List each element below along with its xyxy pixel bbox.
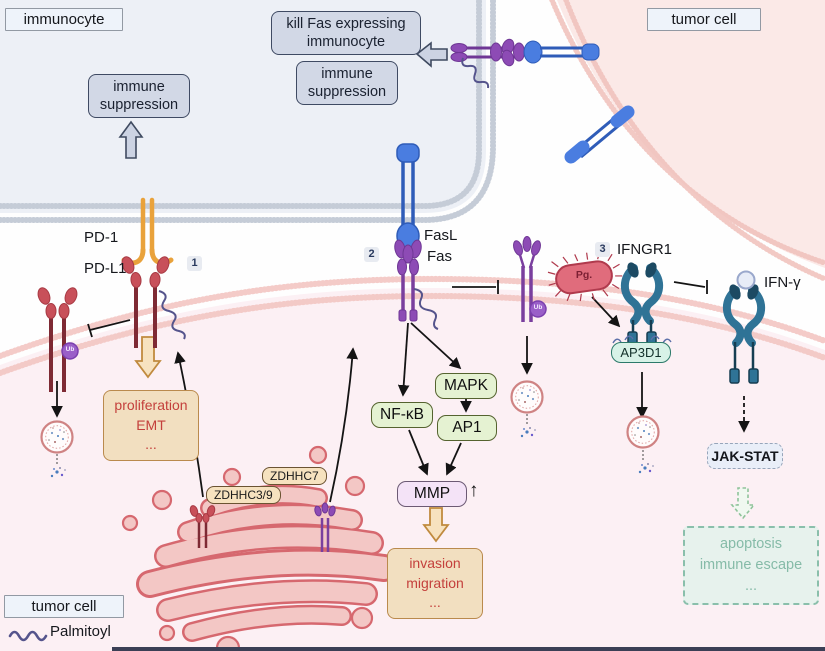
palmitoyl-legend-wave-icon [8, 630, 48, 642]
kill-fas-callout: kill Fas expressing immunocyte [271, 11, 421, 56]
tumor-cell-bottom-label: tumor cell [4, 595, 124, 618]
ubiquitin-label: Ub [533, 304, 543, 311]
fas-fasl-kill-complex [450, 38, 600, 89]
step-1-badge: 1 [187, 256, 202, 271]
pg-bacterium [547, 251, 623, 302]
figure-bottom-rule [112, 647, 825, 651]
tumor-cell-top-region [557, 0, 825, 268]
proliferation-line3: ... [145, 436, 157, 453]
proliferation-line1: proliferation [114, 397, 188, 413]
palmitoyl-wave-icon [413, 288, 439, 330]
immunocyte-cell-label: immunocyte [5, 8, 123, 31]
immunocyte-membrane [0, 0, 496, 223]
fasl-label: FasL [424, 227, 458, 244]
fas-receptor-palmitoylated [394, 239, 422, 322]
immunocyte-cell-text: immunocyte [23, 11, 105, 28]
immune-suppression-top-callout: immune suppression [296, 61, 398, 106]
immune-suppression-left-text: immune suppression [99, 79, 179, 114]
mmp-increase-arrow: ↑ [469, 480, 479, 501]
ubiquitin-label: Ub [65, 346, 75, 353]
pdl1-label: PD-L1 [84, 260, 127, 277]
invasion-line2: migration [406, 574, 464, 591]
golgi-to-membrane-arrow-fas [329, 347, 359, 503]
apoptosis-line2: immune escape [699, 557, 803, 574]
pdl1-receptor-ubiquitinated [37, 287, 79, 392]
tumor-cell-top-text: tumor cell [671, 11, 737, 28]
jak-stat-node: JAK-STAT [707, 443, 783, 469]
apoptosis-line1: apoptosis [719, 536, 783, 552]
invasion-line3: ... [429, 594, 441, 611]
free-fasl-dimer [564, 105, 635, 164]
ap1-node: AP1 [437, 415, 497, 441]
step-2-badge: 2 [364, 247, 379, 262]
immune-suppression-up-arrow [118, 120, 144, 159]
golgi-vesicles [121, 445, 374, 651]
mmp-outcome-down-arrow [422, 507, 450, 543]
kill-fas-text: kill Fas expressing immunocyte [286, 16, 406, 51]
zdhhc39-enzyme-label: ZDHHC3/9 [206, 486, 281, 504]
fas-label: Fas [427, 248, 453, 265]
ubiquitin-icon [61, 342, 79, 360]
mapk-node: MAPK [435, 373, 497, 399]
immune-suppression-left-callout: immune suppression [88, 74, 190, 119]
ap3d1-squiggles [612, 335, 672, 344]
tumor-cell-top-label: tumor cell [647, 8, 761, 31]
lysosome-vesicle [40, 420, 74, 454]
ubiquitin-icon [529, 300, 547, 318]
ifngr1-label: IFNGR1 [617, 241, 673, 258]
lysosome-vesicle [626, 415, 660, 449]
zdhhc7-enzyme-label: ZDHHC7 [262, 467, 327, 485]
mmp-node: MMP [397, 481, 467, 507]
proliferation-outcome-box: proliferation EMT ... [103, 390, 199, 461]
pd1-label: PD-1 [84, 229, 119, 246]
ap3d1-node: AP3D1 [611, 342, 671, 363]
golgi-fas-receptor [314, 502, 336, 552]
invasion-line1: invasion [409, 555, 461, 571]
inhibition-lines [87, 280, 708, 338]
invasion-outcome-box: invasion migration ... [387, 548, 483, 619]
ifn-gamma-molecule [736, 270, 756, 290]
palmitoyl-wave-icon [461, 57, 490, 89]
palmitoyl-wave-icon [158, 290, 186, 340]
ifn-gamma-label: IFN-γ [764, 274, 801, 291]
apoptosis-line3: ... [744, 578, 758, 595]
jakstat-outcome-dashed-arrow [730, 487, 756, 520]
fas-receptor-ubiquitinated [513, 236, 547, 322]
palmitoyl-legend-label: Palmitoyl [50, 623, 111, 640]
golgi-pdl1-receptor [189, 505, 216, 548]
lysosome-vesicle [510, 380, 544, 414]
proliferation-line2: EMT [136, 416, 166, 433]
kill-box-left-arrow [415, 41, 448, 68]
nfkb-node: NF-κB [371, 402, 433, 428]
pdl1-receptor-palmitoylated [121, 256, 170, 348]
immune-suppression-top-text: immune suppression [307, 66, 387, 101]
tumor-cell-bottom-text: tumor cell [31, 598, 97, 615]
apoptosis-outcome-box: apoptosis immune escape ... [683, 526, 819, 606]
pg-label: Pg. [575, 269, 593, 281]
degradation-lines [56, 414, 644, 466]
step-3-badge: 3 [595, 242, 610, 257]
